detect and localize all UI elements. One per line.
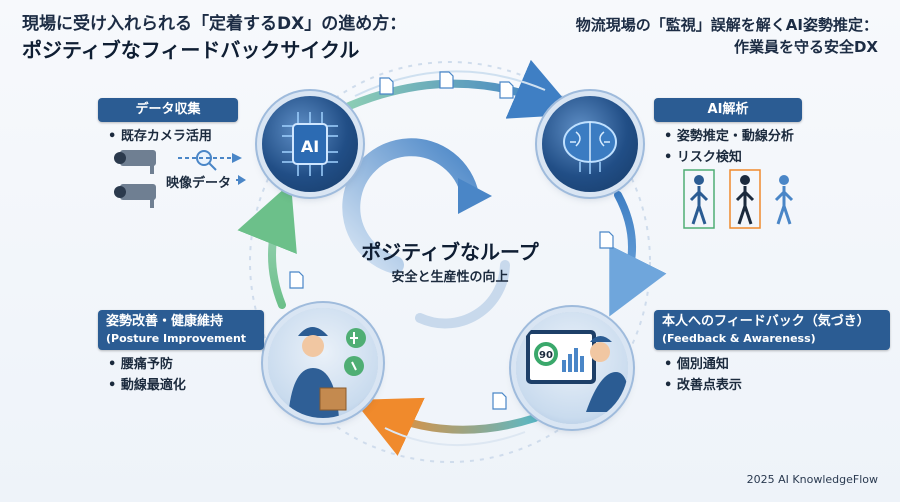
footer-credit: 2025 AI KnowledgeFlow bbox=[746, 473, 878, 486]
camera-icon bbox=[114, 150, 156, 208]
bullet-item: リスク検知 bbox=[664, 147, 794, 168]
improvement-label: 姿勢改善・健康維持 (Posture Improvement bbox=[98, 310, 264, 350]
improvement-bullets: 腰痛予防 動線最適化 bbox=[108, 354, 186, 396]
pose-figures-icon bbox=[683, 169, 794, 229]
ai-chip-node: AI bbox=[262, 96, 358, 192]
feedback-label: 本人へのフィードバック（気づき） (Feedback & Awareness) bbox=[654, 310, 890, 350]
magnifier-icon bbox=[196, 150, 217, 171]
video-data-label: 映像データ bbox=[166, 176, 232, 191]
main-title: 現場に受け入れられる「定着するDX」の進め方： ポジティブなフィードバックサイク… bbox=[22, 12, 502, 64]
ai-analysis-bullets: 姿勢推定・動線分析 リスク検知 bbox=[664, 126, 794, 168]
brain-icon bbox=[563, 121, 617, 174]
bullet-item: 腰痛予防 bbox=[108, 354, 186, 375]
arrow-right bbox=[609, 191, 667, 317]
worker-icon bbox=[288, 327, 366, 418]
sub-title: 物流現場の「監視」誤解を解くAI姿勢推定： 作業員を守る安全DX bbox=[518, 14, 878, 58]
center-title: ポジティブなループ bbox=[361, 240, 539, 264]
feedback-label-line2: (Feedback & Awareness) bbox=[662, 332, 816, 345]
arrow-left bbox=[237, 182, 297, 309]
ai-chip-icon: AI bbox=[282, 112, 338, 176]
worker-node bbox=[268, 308, 378, 418]
bullet-item: 動線最適化 bbox=[108, 375, 186, 396]
tablet-icon: 90 bbox=[526, 330, 628, 412]
score-value: 90 bbox=[539, 350, 553, 361]
data-collection-bullets: 既存カメラ活用 bbox=[108, 126, 212, 147]
ai-chip-text: AI bbox=[301, 137, 319, 156]
data-collection-label: データ収集 bbox=[98, 98, 238, 122]
data-flow-arrow bbox=[178, 153, 246, 185]
main-title-line2: ポジティブなフィードバックサイクル bbox=[22, 38, 360, 62]
bullet-item: 個別通知 bbox=[664, 354, 742, 375]
arrow-bottom bbox=[353, 397, 539, 456]
sub-title-line1: 物流現場の「監視」誤解を解くAI姿勢推定： bbox=[575, 16, 878, 34]
center-loop-arrow bbox=[342, 138, 479, 274]
improvement-label-line1: 姿勢改善・健康維持 bbox=[106, 314, 224, 329]
bullet-item: 既存カメラ活用 bbox=[108, 126, 212, 147]
feedback-node: 90 bbox=[516, 312, 628, 424]
feedback-bullets: 個別通知 改善点表示 bbox=[664, 354, 742, 396]
brain-node bbox=[542, 96, 638, 192]
ai-analysis-label: AI解析 bbox=[654, 98, 802, 122]
sub-title-line2: 作業員を守る安全DX bbox=[733, 38, 878, 56]
bullet-item: 姿勢推定・動線分析 bbox=[664, 126, 794, 147]
main-title-line1: 現場に受け入れられる「定着するDX」の進め方： bbox=[22, 14, 407, 34]
bullet-item: 改善点表示 bbox=[664, 375, 742, 396]
document-icon bbox=[289, 71, 614, 410]
feedback-label-line1: 本人へのフィードバック（気づき） bbox=[662, 314, 870, 329]
improvement-label-line2: (Posture Improvement bbox=[106, 332, 247, 345]
center-subtitle: 安全と生産性の向上 bbox=[391, 270, 509, 285]
